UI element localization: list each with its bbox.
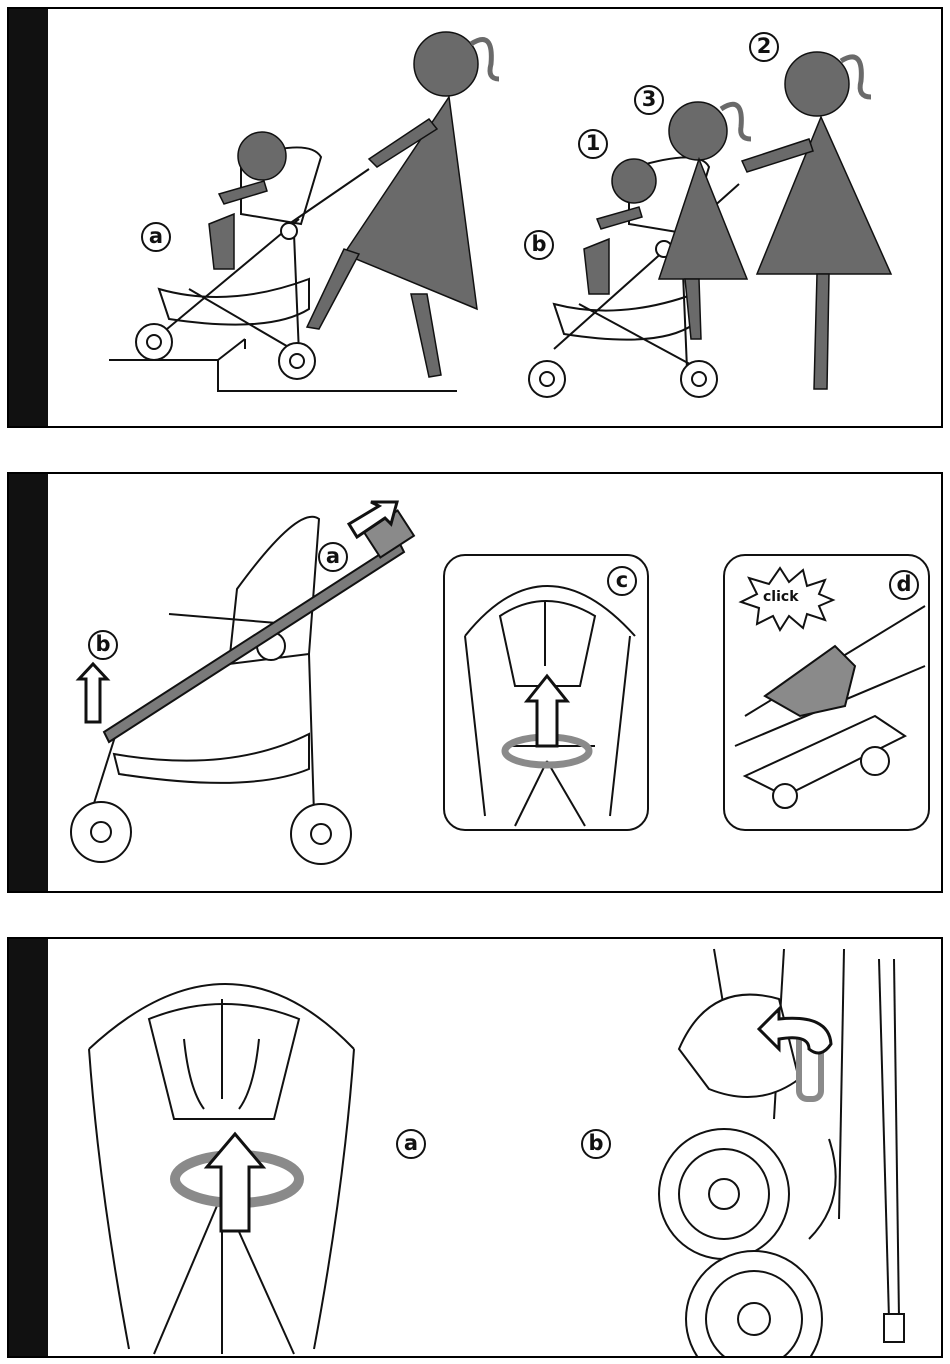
- label-d-circle: d: [889, 570, 919, 600]
- panel-1-carrying-on-stairs: a b 1 2 3: [7, 7, 943, 428]
- inset-d-click-detail: click d: [723, 554, 930, 831]
- folded-stroller-lock: [659, 949, 904, 1358]
- step-1-circle: 1: [578, 129, 608, 159]
- panel-3-fold-and-lock: a b: [7, 937, 943, 1358]
- arrow-up-b: [79, 664, 107, 722]
- panel-3-illustration: [9, 939, 943, 1358]
- label-a-circle: a: [141, 222, 171, 252]
- label-a-circle: a: [318, 542, 348, 572]
- scene-b-woman: [742, 52, 891, 389]
- panel-2-unlock-folding: b a c: [7, 472, 943, 893]
- click-label: click: [763, 589, 799, 605]
- step-3-circle: 3: [634, 85, 664, 115]
- arrow-up-a: [207, 1134, 263, 1231]
- panel-1-illustration: [9, 9, 943, 428]
- inset-c-illustration: [445, 556, 649, 831]
- scene-a-stroller: [136, 147, 369, 379]
- label-b-circle: b: [524, 230, 554, 260]
- label-b-circle: b: [581, 1129, 611, 1159]
- step-2-circle: 2: [749, 32, 779, 62]
- label-b-circle: b: [88, 630, 118, 660]
- label-c-circle: c: [607, 566, 637, 596]
- scene-a-woman: [307, 32, 499, 377]
- inset-c-lever-detail: c: [443, 554, 649, 831]
- label-a-circle: a: [396, 1129, 426, 1159]
